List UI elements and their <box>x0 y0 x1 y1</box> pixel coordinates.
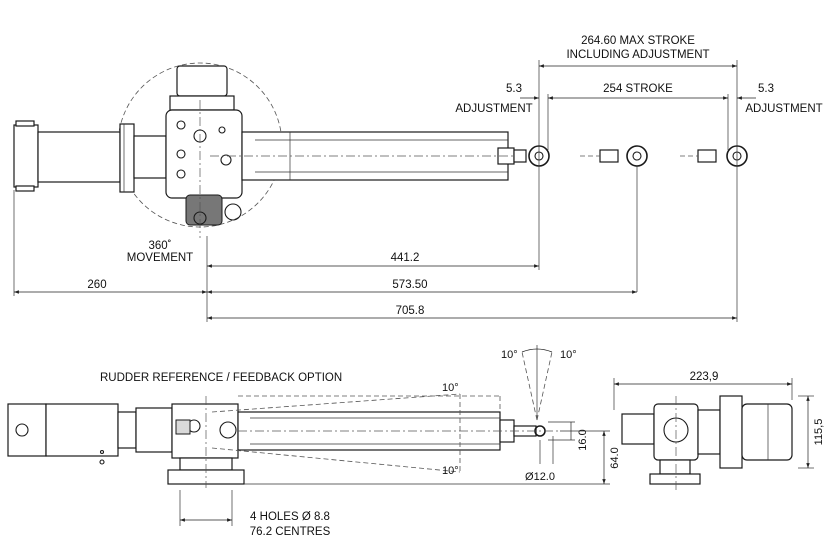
cylinder-side <box>237 411 560 451</box>
movement-label-2: MOVEMENT <box>127 252 193 264</box>
angle-label-upper: 10° <box>442 382 459 394</box>
rod-end-middle <box>580 145 648 167</box>
adjust-left-label: ADJUSTMENT <box>455 103 532 115</box>
dim-441-label: 441.2 <box>391 252 420 264</box>
dim-705-label: 705.8 <box>396 305 425 317</box>
dim-573-label: 573.50 <box>392 279 427 291</box>
dim-260-label: 260 <box>87 279 106 291</box>
adjust-right-value: 5.3 <box>758 83 774 95</box>
holes-label-2: 76.2 CENTRES <box>250 526 331 538</box>
rudder-label: RUDDER REFERENCE / FEEDBACK OPTION <box>100 372 342 384</box>
rod-end-left <box>513 145 550 167</box>
adjust-right-label: ADJUSTMENT <box>745 103 822 115</box>
stroke-label: 254 STROKE <box>603 83 673 95</box>
swing-envelope <box>211 393 501 473</box>
max-stroke-label-2: INCLUDING ADJUSTMENT <box>566 49 709 61</box>
side-view: RUDDER REFERENCE / FEEDBACK OPTION 10° 1… <box>7 345 621 538</box>
max-stroke-label: 264.60 MAX STROKE <box>581 35 695 47</box>
dim-223-label: 223,9 <box>690 371 719 383</box>
angle-label-lower: 10° <box>442 465 459 477</box>
adjust-left-value: 5.3 <box>506 83 522 95</box>
dia12-label: Ø12.0 <box>525 471 555 483</box>
motor-side <box>7 403 173 465</box>
cylinder-top <box>210 131 520 181</box>
angle-label-right-top: 10° <box>560 349 577 361</box>
dim-115-label: 115,5 <box>813 419 825 446</box>
movement-label: 360˚ <box>148 240 171 252</box>
dim-64-label: 64.0 <box>609 447 621 468</box>
holes-label: 4 HOLES Ø 8.8 <box>250 511 330 523</box>
valve-block-top <box>165 65 243 238</box>
top-view: 264.60 MAX STROKE INCLUDING ADJUSTMENT 5… <box>13 35 823 322</box>
end-view: 223,9 115,5 <box>613 371 825 492</box>
dim-16-label: 16.0 <box>577 429 589 450</box>
valve-block-side <box>167 396 245 488</box>
angle-label-left-top: 10° <box>501 349 518 361</box>
motor-top <box>13 120 167 193</box>
